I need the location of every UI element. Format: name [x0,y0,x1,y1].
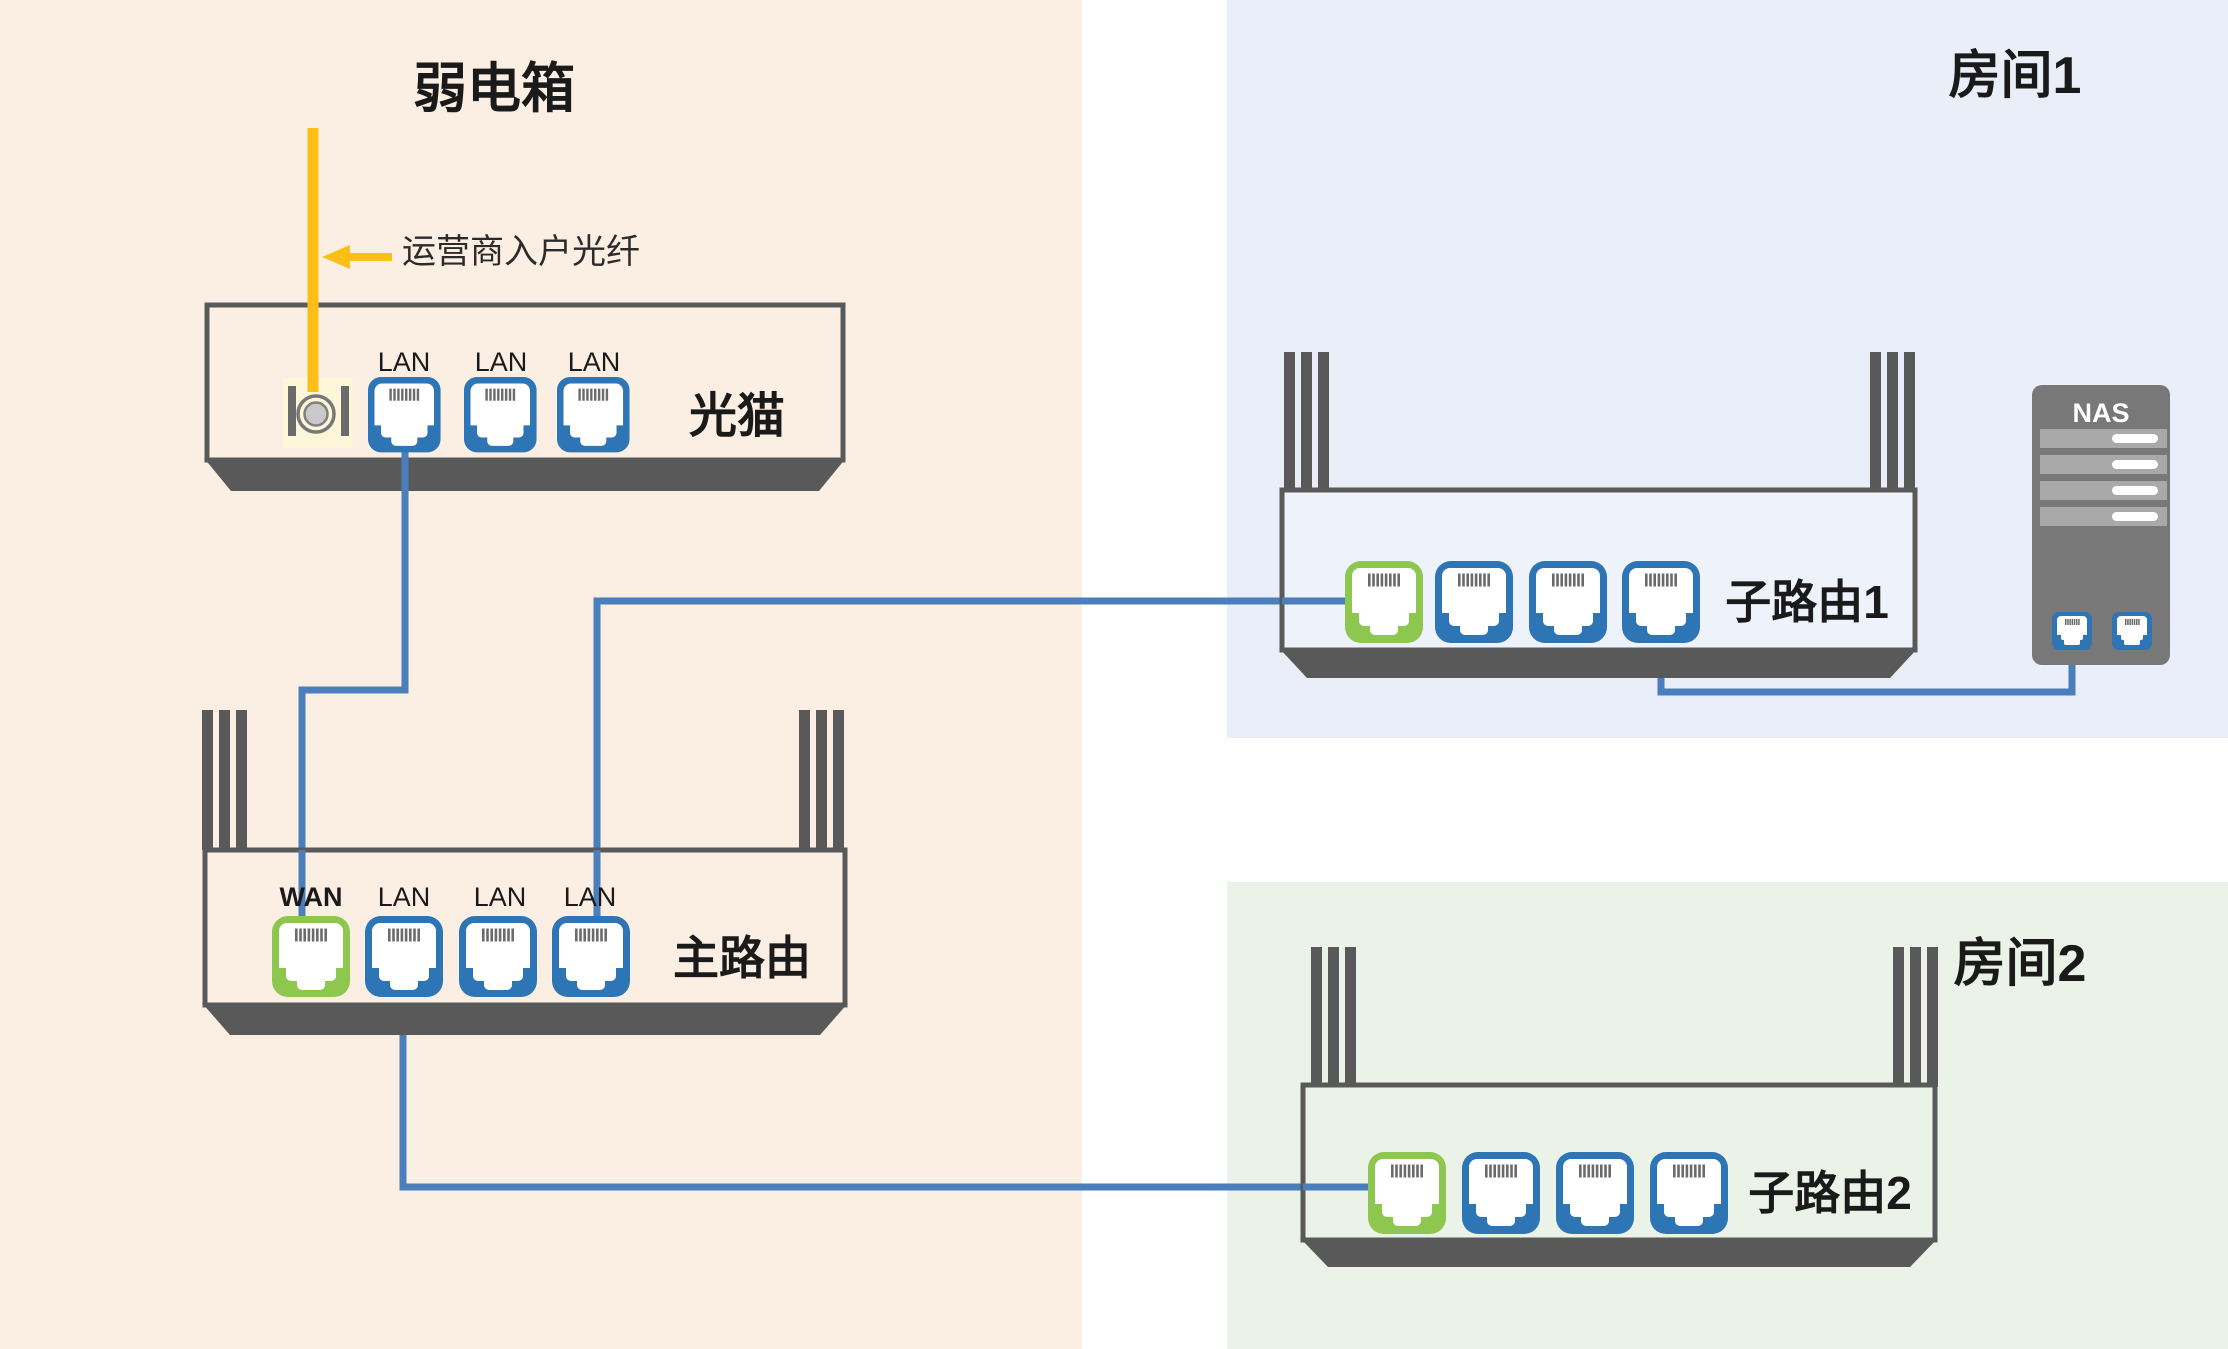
lan-port-icon [1462,1152,1540,1234]
modem-label: 光猫 [689,390,785,443]
cable-main-router-to-sub-router1 [593,597,1350,920]
lan-port-icon [464,377,537,453]
sub-router1-device: 子路由1 [1279,352,1918,678]
cable-modem-to-main-router [298,450,409,920]
main-router-port-label-lan3: LAN [564,882,617,912]
sub-router2-device: 子路由2 [1300,947,1938,1267]
nas-lan-port-icon [2052,612,2092,650]
lan-port-icon [1556,1152,1634,1234]
nas-lan-port-icon [2112,612,2152,650]
lan-port-icon [459,916,537,997]
bay-handle [2112,512,2158,521]
drive-bay [2040,429,2167,448]
wan-port-icon [272,916,350,997]
antenna-icon [1870,352,1915,492]
lan-port-icon [1435,561,1513,643]
lan-port-icon [368,377,441,453]
main-router-device: WAN LAN LAN LAN 主路由 [202,710,848,1035]
lan-port-icon [552,916,630,997]
sub-router2-label: 子路由2 [1748,1167,1912,1219]
modem-port-label-2: LAN [475,347,528,377]
main-router-port-label-lan1: LAN [378,882,431,912]
antenna-icon [1311,947,1356,1087]
antenna-icon [799,710,844,850]
antenna-icon [1893,947,1938,1087]
drive-bay [2040,481,2167,500]
lan-port-icon [1622,561,1700,643]
modem-ports [368,377,630,453]
room1-title: 房间1 [1949,47,2082,105]
cable-main-router-to-sub-router2 [399,995,1372,1191]
bay-handle [2112,486,2158,495]
main-router-port-label-wan: WAN [280,882,343,912]
sub-router1-base [1279,648,1918,678]
bay-handle [2112,434,2158,443]
main-router-base [202,1003,848,1035]
modem-base [204,458,846,491]
wan-port-icon [1345,561,1423,643]
fiber-connector-rings [296,394,336,434]
nas-label: NAS [2072,398,2129,428]
room2-title: 房间2 [1954,935,2087,993]
drive-bay [2040,507,2167,526]
sub-router2-base [1300,1238,1938,1267]
weak-box-panel [0,0,1082,1349]
sub-router1-label: 子路由1 [1725,576,1889,628]
main-router-label: 主路由 [673,932,811,984]
drive-bay [2040,455,2167,474]
lan-port-icon [1650,1152,1728,1234]
antenna-icon [1284,352,1329,492]
weak-box-title: 弱电箱 [413,59,575,119]
main-router-port-label-lan2: LAN [474,882,527,912]
antenna-icon [202,710,247,850]
lan-port-icon [365,916,443,997]
nas-device: NAS [2032,385,2170,665]
modem-port-label-3: LAN [568,347,621,377]
lan-port-icon [1529,561,1607,643]
fiber-label: 运营商入户光纤 [402,233,640,271]
bay-handle [2112,460,2158,469]
lan-port-icon [557,377,630,453]
nas-drive-bays [2040,429,2167,526]
arrow-left-icon [322,245,350,269]
modem-port-label-1: LAN [378,347,431,377]
wan-port-icon [1368,1152,1446,1234]
fiber-annotation: 运营商入户光纤 [322,233,640,271]
